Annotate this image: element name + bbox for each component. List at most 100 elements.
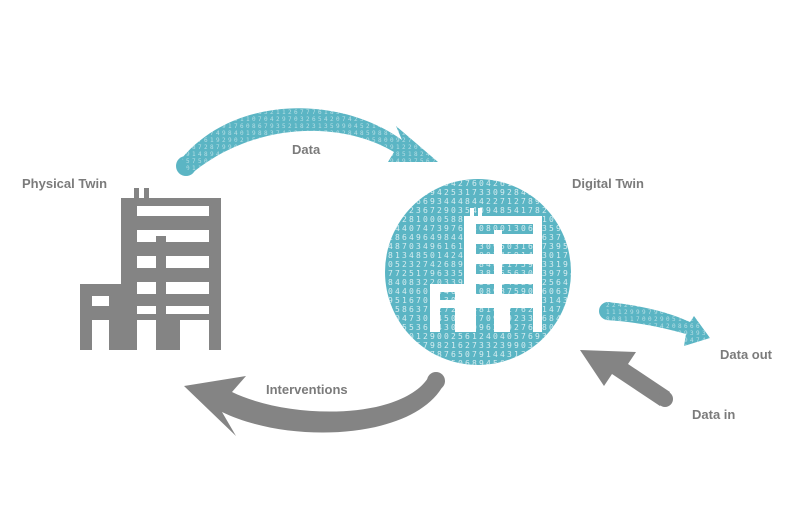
svg-text:2: 2: [690, 316, 694, 323]
svg-text:1: 1: [372, 172, 376, 179]
svg-text:4: 4: [606, 337, 610, 344]
svg-text:9: 9: [366, 137, 370, 144]
svg-text:9: 9: [563, 260, 568, 269]
svg-text:0: 0: [402, 197, 407, 206]
svg-text:3: 3: [612, 337, 616, 344]
svg-text:4: 4: [672, 309, 676, 316]
svg-text:2: 2: [458, 179, 463, 188]
svg-text:5: 5: [514, 332, 519, 341]
svg-text:5: 5: [210, 95, 214, 102]
svg-text:0: 0: [414, 144, 418, 151]
svg-text:1: 1: [507, 359, 512, 368]
svg-text:6: 6: [282, 165, 286, 172]
svg-text:1: 1: [402, 296, 407, 305]
svg-text:8: 8: [252, 123, 256, 130]
svg-text:9: 9: [500, 188, 505, 197]
svg-text:4: 4: [630, 323, 634, 330]
svg-text:2: 2: [264, 151, 268, 158]
svg-text:2: 2: [228, 158, 232, 165]
svg-text:8: 8: [549, 197, 554, 206]
svg-text:9: 9: [282, 116, 286, 123]
svg-text:3: 3: [600, 330, 604, 337]
svg-text:7: 7: [222, 102, 226, 109]
svg-text:4: 4: [684, 316, 688, 323]
svg-text:9: 9: [258, 158, 262, 165]
svg-text:8: 8: [437, 350, 442, 359]
svg-text:7: 7: [416, 224, 421, 233]
svg-text:0: 0: [300, 95, 304, 102]
svg-text:0: 0: [388, 287, 393, 296]
svg-text:9: 9: [684, 330, 688, 337]
svg-text:3: 3: [549, 233, 554, 242]
svg-text:0: 0: [437, 215, 442, 224]
svg-text:2: 2: [198, 123, 202, 130]
svg-text:7: 7: [423, 305, 428, 314]
svg-text:0: 0: [402, 172, 406, 179]
svg-text:0: 0: [432, 95, 436, 102]
svg-text:0: 0: [507, 242, 512, 251]
svg-text:1: 1: [606, 309, 610, 316]
svg-text:6: 6: [458, 224, 463, 233]
svg-text:3: 3: [486, 188, 491, 197]
svg-text:9: 9: [444, 206, 449, 215]
svg-text:5: 5: [549, 224, 554, 233]
svg-text:1: 1: [258, 165, 262, 172]
svg-text:0: 0: [252, 116, 256, 123]
svg-text:3: 3: [500, 341, 505, 350]
svg-text:0: 0: [696, 295, 700, 302]
svg-text:9: 9: [384, 102, 388, 109]
svg-text:4: 4: [409, 197, 414, 206]
svg-text:1: 1: [330, 151, 334, 158]
svg-text:4: 4: [612, 330, 616, 337]
svg-text:8: 8: [678, 323, 682, 330]
svg-text:0: 0: [479, 179, 484, 188]
svg-text:8: 8: [486, 224, 491, 233]
svg-text:0: 0: [264, 95, 268, 102]
svg-text:8: 8: [360, 158, 364, 165]
svg-text:6: 6: [240, 123, 244, 130]
svg-text:0: 0: [336, 130, 340, 137]
svg-text:3: 3: [390, 151, 394, 158]
svg-text:4: 4: [500, 350, 505, 359]
svg-text:4: 4: [458, 251, 463, 260]
svg-text:8: 8: [458, 215, 463, 224]
svg-text:4: 4: [388, 305, 393, 314]
svg-text:9: 9: [222, 95, 226, 102]
interventions-arrow: [184, 372, 445, 436]
svg-text:8: 8: [479, 305, 484, 314]
svg-text:8: 8: [549, 332, 554, 341]
svg-text:0: 0: [409, 242, 414, 251]
svg-text:1: 1: [654, 295, 658, 302]
svg-text:8: 8: [666, 330, 670, 337]
svg-text:2: 2: [294, 95, 298, 102]
svg-text:2: 2: [306, 116, 310, 123]
svg-text:6: 6: [444, 260, 449, 269]
svg-text:2: 2: [408, 144, 412, 151]
svg-text:9: 9: [388, 296, 393, 305]
digital-building-icon: [430, 208, 542, 332]
svg-text:4: 4: [521, 179, 526, 188]
svg-text:3: 3: [402, 206, 407, 215]
svg-text:9: 9: [336, 123, 340, 130]
svg-text:2: 2: [451, 332, 456, 341]
svg-text:4: 4: [388, 242, 393, 251]
svg-text:4: 4: [426, 130, 430, 137]
svg-text:2: 2: [420, 151, 424, 158]
svg-text:4: 4: [246, 165, 250, 172]
svg-text:2: 2: [618, 295, 622, 302]
svg-text:8: 8: [486, 287, 491, 296]
svg-text:1: 1: [612, 309, 616, 316]
svg-text:1: 1: [354, 95, 358, 102]
svg-text:7: 7: [216, 144, 220, 151]
svg-text:1: 1: [606, 344, 610, 351]
svg-text:6: 6: [204, 95, 208, 102]
svg-text:8: 8: [330, 109, 334, 116]
svg-text:8: 8: [258, 109, 262, 116]
svg-text:0: 0: [300, 158, 304, 165]
svg-text:8: 8: [378, 144, 382, 151]
svg-text:7: 7: [270, 165, 274, 172]
svg-text:5: 5: [521, 260, 526, 269]
svg-text:6: 6: [486, 323, 491, 332]
svg-text:1: 1: [258, 172, 262, 179]
svg-text:1: 1: [180, 116, 184, 123]
